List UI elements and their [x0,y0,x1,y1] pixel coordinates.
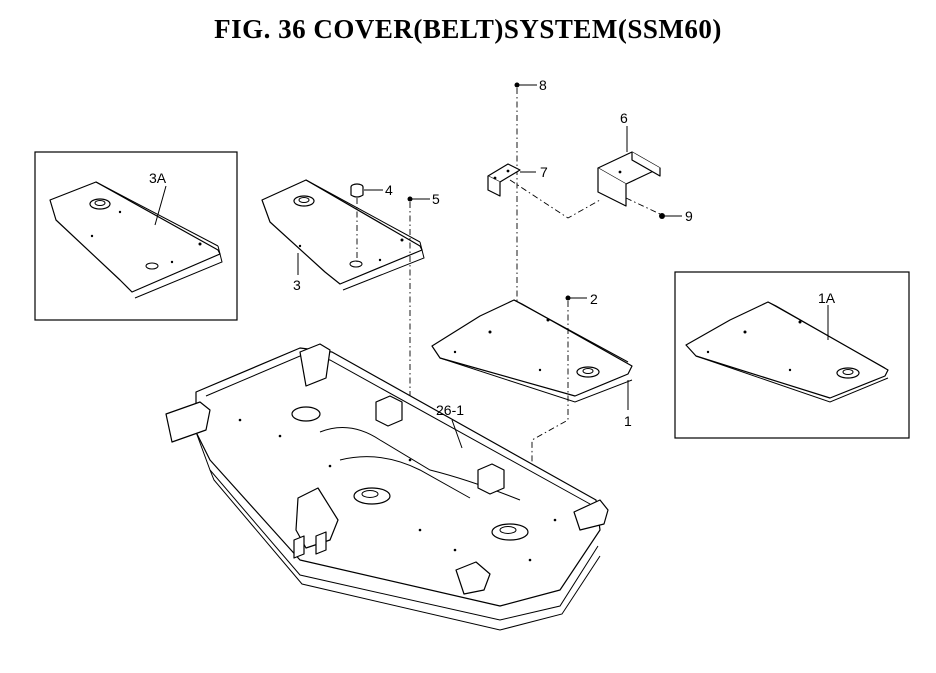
label-8: 8 [539,77,547,93]
label-7: 7 [540,164,548,180]
inset-box-3a: 3A [34,151,238,321]
label-3: 3 [293,277,301,293]
bolt-part-8: 8 [514,77,547,312]
label-2: 2 [590,291,598,307]
figure-title: FIG. 36 COVER(BELT)SYSTEM(SSM60) [214,14,722,44]
label-1a: 1A [818,290,836,306]
nut-part-9: 9 [625,197,693,224]
cover-part-3: 3 [261,179,425,293]
bracket-part-6: 6 [597,110,661,207]
label-6: 6 [620,110,628,126]
bolt-part-2: 2 [531,291,598,510]
label-5: 5 [432,191,440,207]
cover-part-1: 1 [431,299,633,429]
cover-1a-drawing [685,301,889,403]
label-9: 9 [685,208,693,224]
mower-deck-26-1: 26-1 [165,343,609,631]
cover-3a-drawing [49,181,223,299]
label-3a: 3A [149,170,167,186]
label-1: 1 [624,413,632,429]
inset-box-1a: 1A [674,271,910,439]
label-26-1: 26-1 [436,402,464,418]
nut-part-4: 4 [350,182,393,262]
label-4: 4 [385,182,393,198]
bracket-part-7: 7 [487,163,601,219]
bolt-part-5: 5 [407,191,440,405]
